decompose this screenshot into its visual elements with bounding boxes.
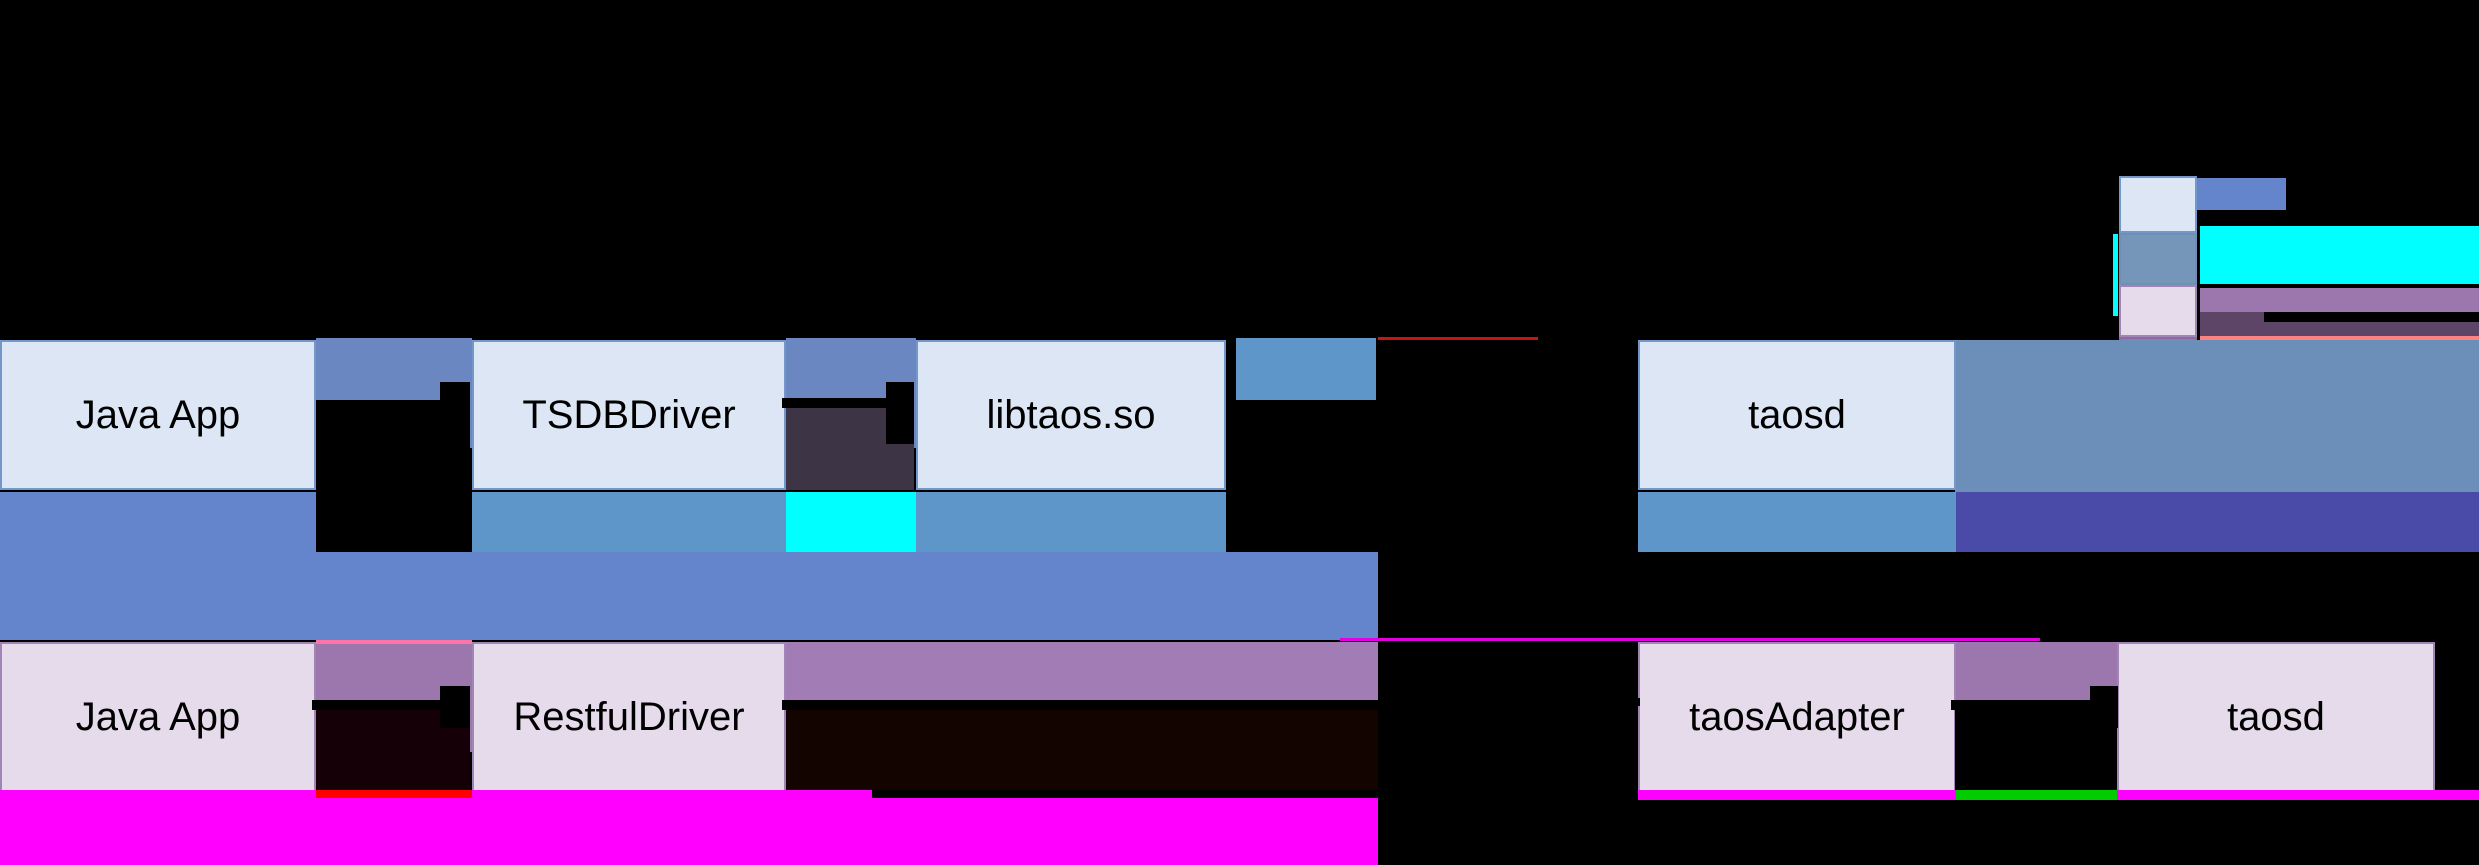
legend-row-1-bar [2188,178,2286,210]
node-restful-driver[interactable]: RestfulDriver [472,642,786,792]
rest-top-pink-rule [316,640,472,644]
legend-row-3-bar [2200,288,2479,312]
legend-row-3-bar-dark2 [2264,322,2479,336]
rest-connector-tip-3 [2090,686,2118,728]
bottom-magenta-slab-upper [472,790,872,800]
native-underline-cyan [786,492,916,552]
legend-row-3-bar-dark [2200,312,2264,336]
node-label: RestfulDriver [513,695,745,739]
rest-bottom-magenta-adapter [1638,790,1956,800]
native-underline-taosd [1638,492,1956,552]
node-label: taosAdapter [1689,695,1905,739]
node-label: taosd [1748,393,1846,437]
native-red-rule [1378,337,1538,340]
node-label: TSDBDriver [522,393,736,437]
rest-bottom-magenta-left [0,790,316,798]
bottom-magenta-slab [0,798,1378,865]
node-taos-adapter[interactable]: taosAdapter [1638,642,1956,792]
rest-left-arrow-stub [1596,698,1640,706]
native-connector-tip-2 [886,382,914,444]
native-underline-mid1 [472,492,786,552]
node-label: libtaos.so [986,393,1156,437]
node-java-app-native[interactable]: Java App [0,340,316,490]
node-taosd-native[interactable]: taosd [1638,340,1956,490]
native-connector-block-3 [1226,400,1376,550]
rest-connector-rule-2 [782,700,1382,710]
rest-gap-block [1378,642,1638,792]
node-label: Java App [75,393,241,437]
legend-swatch-1 [2119,176,2197,233]
rest-bottom-green-mark [1955,790,2117,800]
node-tsdb-driver[interactable]: TSDBDriver [472,340,786,490]
rest-top-magenta-rule [1340,638,2040,641]
native-underline-left [0,492,316,554]
legend-swatch-3 [2119,285,2197,337]
node-java-app-rest[interactable]: Java App [0,642,316,792]
node-taosd-rest[interactable]: taosd [2117,642,2435,792]
legend-row-2-bar [2200,226,2479,284]
node-label: Java App [75,695,241,739]
rest-bottom-magenta-taosd [2117,790,2479,800]
rest-connector-rule-3 [1951,700,2091,710]
middle-cornflower-band [0,552,1378,640]
node-libtaos-so[interactable]: libtaos.so [916,340,1226,490]
legend-edge-cyan [2113,234,2118,316]
native-band-conn-4 [1955,340,2479,500]
native-underline-indigo [1956,492,2479,552]
native-gap-block [1376,340,1638,552]
native-underline-mid2 [916,492,1226,552]
rest-connector-rule-1 [312,700,447,710]
rest-bottom-red-mark [316,790,472,800]
native-connector-rule-2 [782,398,892,408]
rest-connector-block-2 [786,702,1378,790]
native-connector-tip-1 [440,382,470,422]
legend-swatch-2 [2119,233,2197,285]
node-label: taosd [2227,695,2325,739]
